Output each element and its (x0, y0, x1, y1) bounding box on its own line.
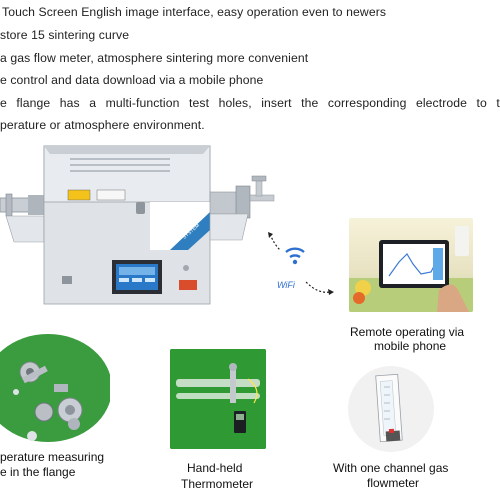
bullet-5-word: insert (261, 96, 292, 110)
wifi-label: WiFi (277, 280, 295, 290)
bullet-1: Touch Screen English image interface, ea… (2, 5, 387, 19)
remote-phone-photo (349, 218, 473, 312)
bullet-5-word: test (189, 96, 210, 110)
bullet-5-word: to (476, 96, 487, 110)
bullet-5-word: electrode (415, 96, 468, 110)
bullet-5-word: the (301, 96, 319, 110)
bullet-5-word: e (0, 96, 7, 110)
bullet-5-word: flange (16, 96, 51, 110)
bullet-5-word: has (59, 96, 80, 110)
bullet-5-word: multi-function (105, 96, 180, 110)
flange-caption-line2: e in the flange (0, 465, 76, 479)
meter-caption-line2: flowmeter (367, 476, 420, 490)
bullet-2: store 15 sintering curve (0, 28, 130, 42)
bullet-6: perature or atmosphere environment. (0, 118, 205, 132)
remote-caption-line2: mobile phone (374, 339, 447, 353)
flange-caption-line1: perature measuring (0, 450, 105, 464)
thermo-caption-line2: Thermometer (181, 477, 254, 491)
bullet-5-word: t (496, 96, 500, 110)
wifi-icon (268, 232, 334, 295)
flowmeter-photo (348, 366, 434, 452)
meter-caption-line1: With one channel gas (333, 461, 449, 475)
bullet-3: a gas flow meter, atmosphere sintering m… (0, 51, 309, 65)
bullet-5-word: holes, (218, 96, 252, 110)
tube-furnace-image: SYSTEM (0, 145, 275, 305)
thermometer-photo (170, 349, 266, 449)
thermo-caption-line1: Hand-held (187, 461, 243, 475)
bullet-5-word: a (89, 96, 97, 110)
flange-photo (0, 334, 110, 442)
bullet-5-word: corresponding (327, 96, 407, 110)
bullet-4: e control and data download via a mobile… (0, 73, 264, 87)
remote-caption-line1: Remote operating via (350, 325, 465, 339)
